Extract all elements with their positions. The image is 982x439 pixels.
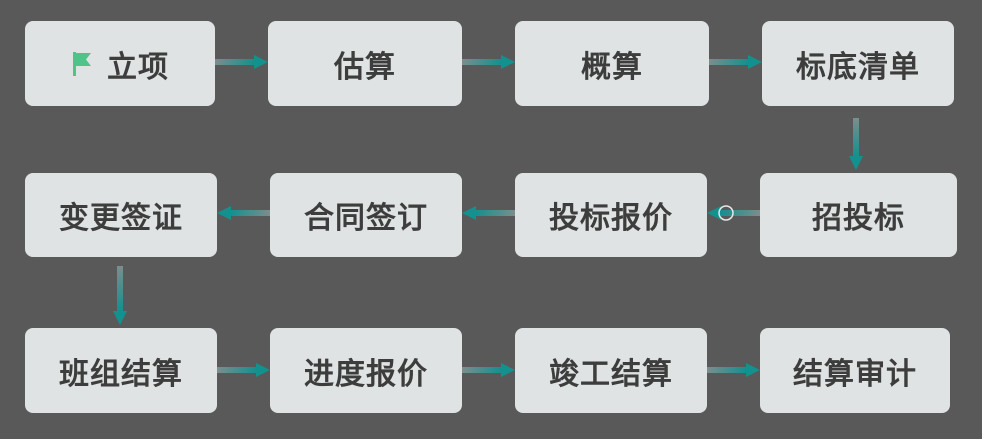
step-node: 概算 xyxy=(515,21,709,106)
flow-arrow xyxy=(462,55,515,69)
flow-arrow xyxy=(113,266,127,325)
flow-arrow xyxy=(707,363,760,377)
step-label: 合同签订 xyxy=(304,201,428,236)
step-label: 标底清单 xyxy=(796,49,920,85)
step-node: 班组结算 xyxy=(25,328,217,413)
step-node: 合同签订 xyxy=(270,173,462,257)
step-label: 招投标 xyxy=(812,201,905,236)
flow-arrow xyxy=(707,206,760,220)
flow-arrow xyxy=(709,55,762,69)
flow-arrow xyxy=(215,55,268,69)
flow-arrow xyxy=(217,206,270,220)
step-label: 投标报价 xyxy=(549,201,673,236)
flow-arrow xyxy=(462,206,515,220)
flag-icon xyxy=(73,51,91,76)
flow-arrow xyxy=(217,363,270,377)
step-node: 投标报价 xyxy=(515,173,707,257)
step-node: 结算审计 xyxy=(760,328,950,413)
flow-arrow xyxy=(849,118,863,170)
step-node: 标底清单 xyxy=(762,21,954,106)
step-node: 估算 xyxy=(268,21,462,106)
step-node: 竣工结算 xyxy=(515,328,707,413)
step-label: 变更签证 xyxy=(59,201,183,236)
step-label: 估算 xyxy=(334,49,396,85)
connection-handle xyxy=(718,205,734,221)
step-node: 变更签证 xyxy=(25,173,217,257)
step-node: 招投标 xyxy=(760,173,957,257)
flow-arrow xyxy=(462,363,515,377)
step-label: 竣工结算 xyxy=(549,356,673,392)
step-node: 立项 xyxy=(25,21,215,106)
step-label: 班组结算 xyxy=(59,356,183,392)
step-label: 立项 xyxy=(107,49,169,85)
step-label: 进度报价 xyxy=(304,356,428,392)
step-label: 结算审计 xyxy=(793,356,917,392)
step-label: 概算 xyxy=(581,49,643,85)
step-node: 进度报价 xyxy=(270,328,462,413)
